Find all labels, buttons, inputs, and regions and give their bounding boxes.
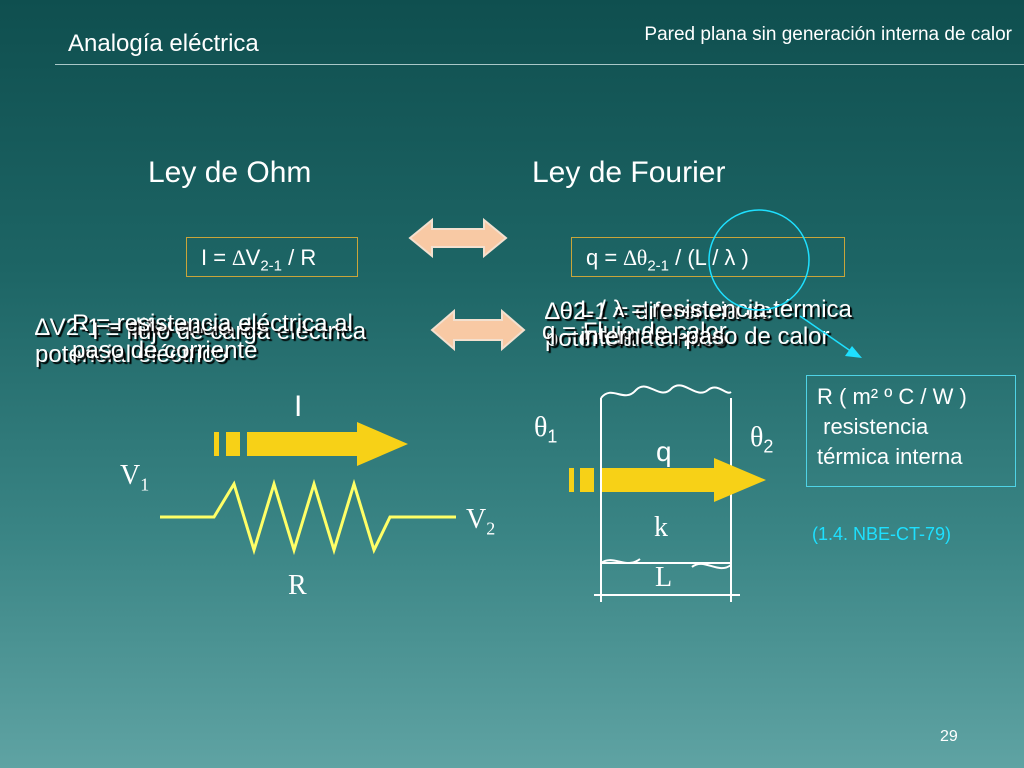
fourier-flux-text: q = Flujo de calor xyxy=(542,318,727,345)
v1-symbol: V xyxy=(120,460,141,491)
fourier-law-title: Ley de Fourier xyxy=(532,156,726,189)
double-arrow-top xyxy=(408,217,508,259)
fourier-formula-var: θ xyxy=(636,245,648,270)
thermal-resistance-line3: térmica interna xyxy=(817,444,963,469)
fourier-formula-lhs: q = xyxy=(586,245,624,270)
fourier-potential-line2: potencial térmico xyxy=(545,325,727,352)
page-number: 29 xyxy=(940,728,958,745)
v2-symbol: V xyxy=(466,504,487,535)
section-title: Analogía eléctrica xyxy=(68,30,259,57)
fourier-potential-text: ∆θ2-1 = diferencia de potencial térmico xyxy=(545,298,773,352)
resistor-symbol xyxy=(160,478,456,556)
theta1-label: θ1 xyxy=(534,412,557,448)
ohm-potential-line2: potencial eléctrico xyxy=(35,341,228,368)
theta2-symbol: θ xyxy=(750,422,764,453)
fourier-resistance-text: L / λ = resistencia térmica interna al p… xyxy=(580,296,852,350)
ohm-formula-sub: 2-1 xyxy=(260,257,283,275)
v2-label: V2 xyxy=(466,504,495,540)
v1-label: V1 xyxy=(120,460,149,496)
highlight-circle xyxy=(708,209,810,311)
ohm-formula-box: I = ∆V2-1 / R xyxy=(186,237,358,277)
ohm-resistance-text: R = resistencia eléctrica al paso de cor… xyxy=(72,310,353,364)
ohm-potential-line1: ∆V2-1 = diferencia de xyxy=(35,314,266,341)
fourier-formula-delta: ∆ xyxy=(623,245,637,270)
conductivity-label: k xyxy=(654,512,668,543)
theta2-subscript: 2 xyxy=(763,436,774,457)
ohm-formula-lhs: I = xyxy=(201,245,233,270)
v1-subscript: 1 xyxy=(140,474,150,495)
slide-subtitle: Pared plana sin generación interna de ca… xyxy=(644,24,1012,45)
standard-reference: (1.4. NBE-CT-79) xyxy=(812,524,952,544)
ohm-law-title: Ley de Ohm xyxy=(148,156,312,189)
fourier-resistance-line2: interna al paso de calor xyxy=(580,323,830,350)
ohm-current-text: I = flujo de carga eléctrica xyxy=(92,318,366,345)
fourier-flux-line1: q = Flujo de calor xyxy=(542,318,727,345)
current-arrow xyxy=(214,422,408,466)
fourier-formula-sub: 2-1 xyxy=(647,257,670,275)
ohm-formula-var: V xyxy=(245,245,261,270)
double-arrow-middle xyxy=(430,308,526,352)
fourier-resistance-line1: L / λ = resistencia térmica xyxy=(580,296,852,323)
heat-flux-label: q xyxy=(656,436,672,467)
resistor-label: R xyxy=(288,570,307,601)
ohm-current-line1: I = flujo de carga eléctrica xyxy=(92,318,367,345)
theta2-label: θ2 xyxy=(750,422,773,458)
thermal-resistance-line2: resistencia xyxy=(817,414,929,439)
thermal-resistance-box: R ( m² º C / W ) resistencia térmica int… xyxy=(806,375,1016,487)
ohm-resistance-line1: R = resistencia eléctrica al xyxy=(72,310,353,337)
fourier-potential-line1: ∆θ2-1 = diferencia de xyxy=(545,298,773,325)
fourier-formula-box: q = ∆θ2-1 / (L / λ ) xyxy=(571,237,845,277)
ohm-resistance-line2: paso de corriente xyxy=(72,337,258,364)
thickness-label: L xyxy=(655,562,673,593)
v2-subscript: 2 xyxy=(486,518,496,539)
ohm-formula-delta: ∆ xyxy=(232,245,246,270)
header-divider xyxy=(55,64,1024,65)
thermal-resistance-units: R ( m² º C / W ) xyxy=(817,384,967,409)
heat-flux-arrow xyxy=(569,458,766,502)
pointer-arrow xyxy=(799,315,862,358)
plane-wall xyxy=(594,384,740,602)
ohm-formula-rhs: / R xyxy=(282,245,317,270)
theta1-subscript: 1 xyxy=(547,426,558,447)
theta1-symbol: θ xyxy=(534,412,548,443)
current-label: I xyxy=(294,390,303,423)
fourier-formula-rhs: / (L / λ ) xyxy=(669,245,749,270)
ohm-potential-text: ∆V2-1 = diferencia de potencial eléctric… xyxy=(35,314,265,368)
